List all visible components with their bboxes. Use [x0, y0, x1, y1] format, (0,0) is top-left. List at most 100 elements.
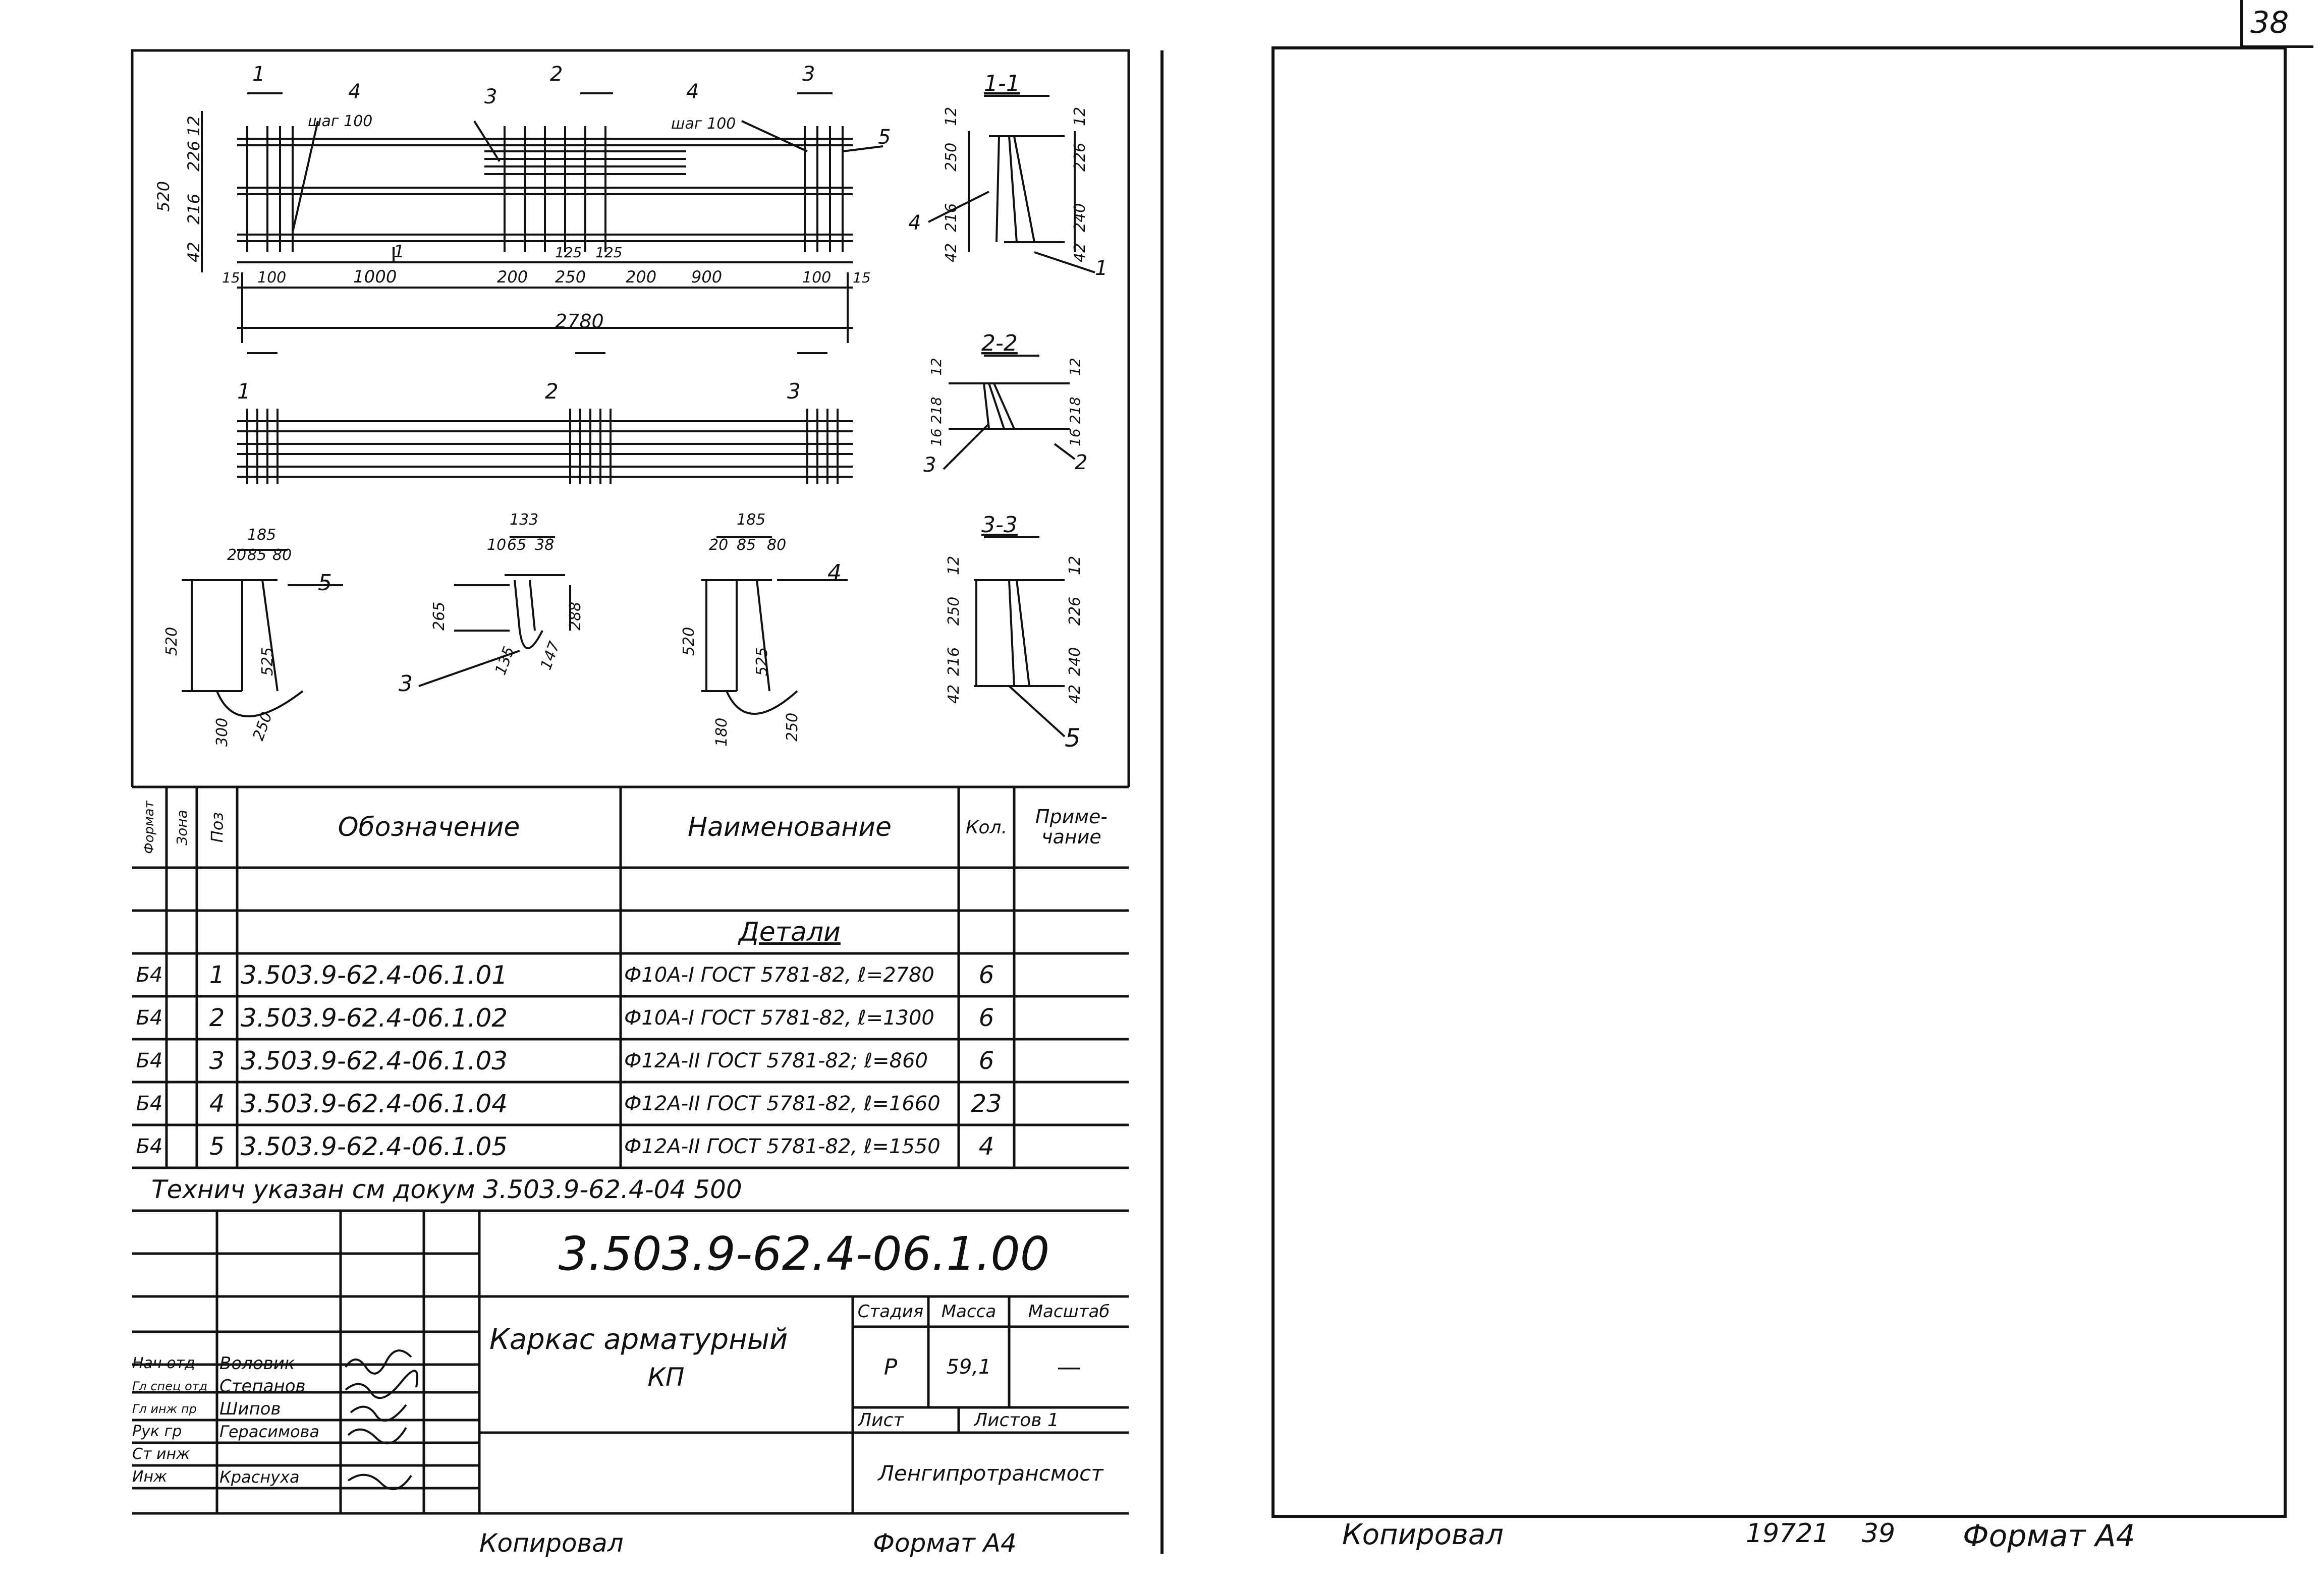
svg-text:12: 12: [945, 556, 963, 575]
svg-text:шаг 100: шаг 100: [308, 112, 372, 130]
name-cell: Краснуха: [219, 1467, 300, 1487]
svg-text:2780: 2780: [555, 310, 604, 332]
svg-text:42: 42: [1071, 243, 1089, 262]
svg-text:42: 42: [1066, 685, 1084, 704]
table-row: Б4 3 3.503.9-62.4-06.1.03 Ф12А-II ГОСТ 5…: [136, 1046, 994, 1075]
svg-text:42: 42: [943, 243, 960, 262]
mass-value: 59,1: [946, 1355, 991, 1379]
svg-text:216: 216: [945, 647, 963, 676]
header-qty: Кол.: [965, 817, 1008, 838]
svg-text:15: 15: [853, 269, 871, 286]
svg-text:2: 2: [545, 379, 559, 404]
name-cell: Воловик: [219, 1353, 295, 1374]
svg-text:100: 100: [802, 269, 831, 287]
header-zone: Зона: [173, 809, 190, 845]
svg-text:12: 12: [1067, 358, 1083, 376]
svg-text:525: 525: [753, 647, 771, 676]
svg-text:250: 250: [943, 143, 960, 172]
svg-text:288: 288: [567, 602, 584, 631]
svg-text:1: 1: [394, 242, 405, 262]
role-cell: Нач отд: [132, 1354, 195, 1372]
svg-text:240: 240: [1071, 203, 1089, 232]
svg-text:2-2: 2-2: [981, 330, 1018, 356]
svg-text:250: 250: [784, 713, 801, 742]
svg-text:525: 525: [259, 647, 276, 676]
svg-text:12: 12: [943, 107, 960, 126]
mass-label: Масса: [941, 1301, 997, 1322]
svg-text:218: 218: [928, 397, 945, 424]
svg-text:шаг 100: шаг 100: [671, 115, 736, 133]
svg-text:240: 240: [1066, 647, 1084, 676]
left-sheet: 1 2 3 4 4 3 5 шаг 100 шаг 100 2780 1000 …: [0, 0, 1160, 1585]
page-number: 38: [2250, 5, 2289, 40]
svg-text:65: 65: [507, 536, 526, 554]
svg-text:2: 2: [1075, 451, 1087, 474]
table-grid: [132, 785, 1129, 1515]
role-cell: Гл спец отд: [132, 1379, 208, 1393]
svg-text:5: 5: [878, 126, 891, 149]
reinforcement-drawing: 1 2 3 4 4 3 5 шаг 100 шаг 100 2780 1000 …: [131, 49, 1130, 787]
stage-value: Р: [883, 1354, 898, 1380]
svg-text:3: 3: [802, 63, 815, 86]
header-note: Приме- чание: [1035, 806, 1108, 848]
table-row: Б4 2 3.503.9-62.4-06.1.02 Ф10А-I ГОСТ 57…: [136, 1003, 994, 1033]
svg-text:520: 520: [680, 627, 698, 656]
footer-copied-left: Копировал: [479, 1529, 624, 1558]
svg-text:226: 226: [184, 141, 203, 172]
right-sheet: 38 Копировал 19721 39 Формат А4: [1166, 0, 2324, 1585]
organization: Ленгипротрансмост: [878, 1460, 1103, 1486]
svg-text:12: 12: [1071, 107, 1089, 126]
svg-text:265: 265: [430, 602, 448, 631]
svg-text:42: 42: [945, 685, 963, 704]
name-cell: [219, 1443, 341, 1465]
svg-text:200: 200: [497, 267, 528, 287]
svg-text:250: 250: [945, 597, 963, 626]
svg-text:4: 4: [348, 80, 361, 103]
role-cell: Рук гр: [132, 1423, 182, 1440]
header-format: Формат: [142, 801, 157, 854]
svg-text:85: 85: [247, 546, 266, 564]
svg-text:218: 218: [1067, 397, 1083, 424]
name-cell: Степанов: [219, 1376, 306, 1396]
svg-text:3: 3: [399, 671, 413, 697]
bar-4-detail: [701, 536, 848, 715]
svg-text:12: 12: [1066, 556, 1084, 575]
right-frame: [1271, 46, 2287, 1518]
footer-number-right: 19721: [1746, 1518, 1830, 1549]
svg-text:125: 125: [555, 244, 582, 261]
signature-marks: [345, 1349, 418, 1490]
name-cell: Шипов: [219, 1398, 281, 1419]
svg-text:42: 42: [184, 242, 203, 262]
footer-copied-right: Копировал: [1342, 1518, 1504, 1551]
stage-label: Стадия: [857, 1301, 924, 1322]
svg-text:80: 80: [272, 546, 292, 564]
frame-plan: [237, 352, 853, 484]
svg-text:2: 2: [550, 63, 563, 86]
svg-text:216: 216: [943, 203, 960, 232]
svg-text:4: 4: [827, 560, 842, 586]
svg-text:900: 900: [691, 267, 722, 287]
svg-text:5: 5: [1065, 723, 1081, 753]
svg-text:250: 250: [555, 267, 586, 287]
section-3-3: [974, 536, 1066, 738]
svg-text:125: 125: [595, 244, 622, 261]
svg-text:20: 20: [227, 546, 246, 564]
svg-text:16: 16: [1067, 428, 1083, 446]
section-2-2: [943, 355, 1076, 470]
table-row: Б4 1 3.503.9-62.4-06.1.01 Ф10А-I ГОСТ 57…: [136, 960, 994, 990]
svg-text:10: 10: [487, 536, 506, 554]
svg-text:300: 300: [213, 718, 231, 747]
svg-text:16: 16: [928, 428, 945, 446]
svg-text:4: 4: [908, 211, 921, 235]
svg-text:1: 1: [1095, 257, 1108, 280]
svg-text:15: 15: [222, 269, 240, 286]
cut-1-top: 1: [252, 63, 265, 86]
svg-text:38: 38: [535, 536, 554, 554]
svg-text:520: 520: [163, 627, 181, 656]
svg-text:185: 185: [737, 511, 765, 529]
product-name-line2: КП: [647, 1363, 685, 1392]
svg-text:3: 3: [787, 379, 801, 404]
svg-text:520: 520: [154, 181, 173, 212]
svg-text:226: 226: [1066, 597, 1084, 626]
svg-text:1: 1: [237, 379, 251, 404]
